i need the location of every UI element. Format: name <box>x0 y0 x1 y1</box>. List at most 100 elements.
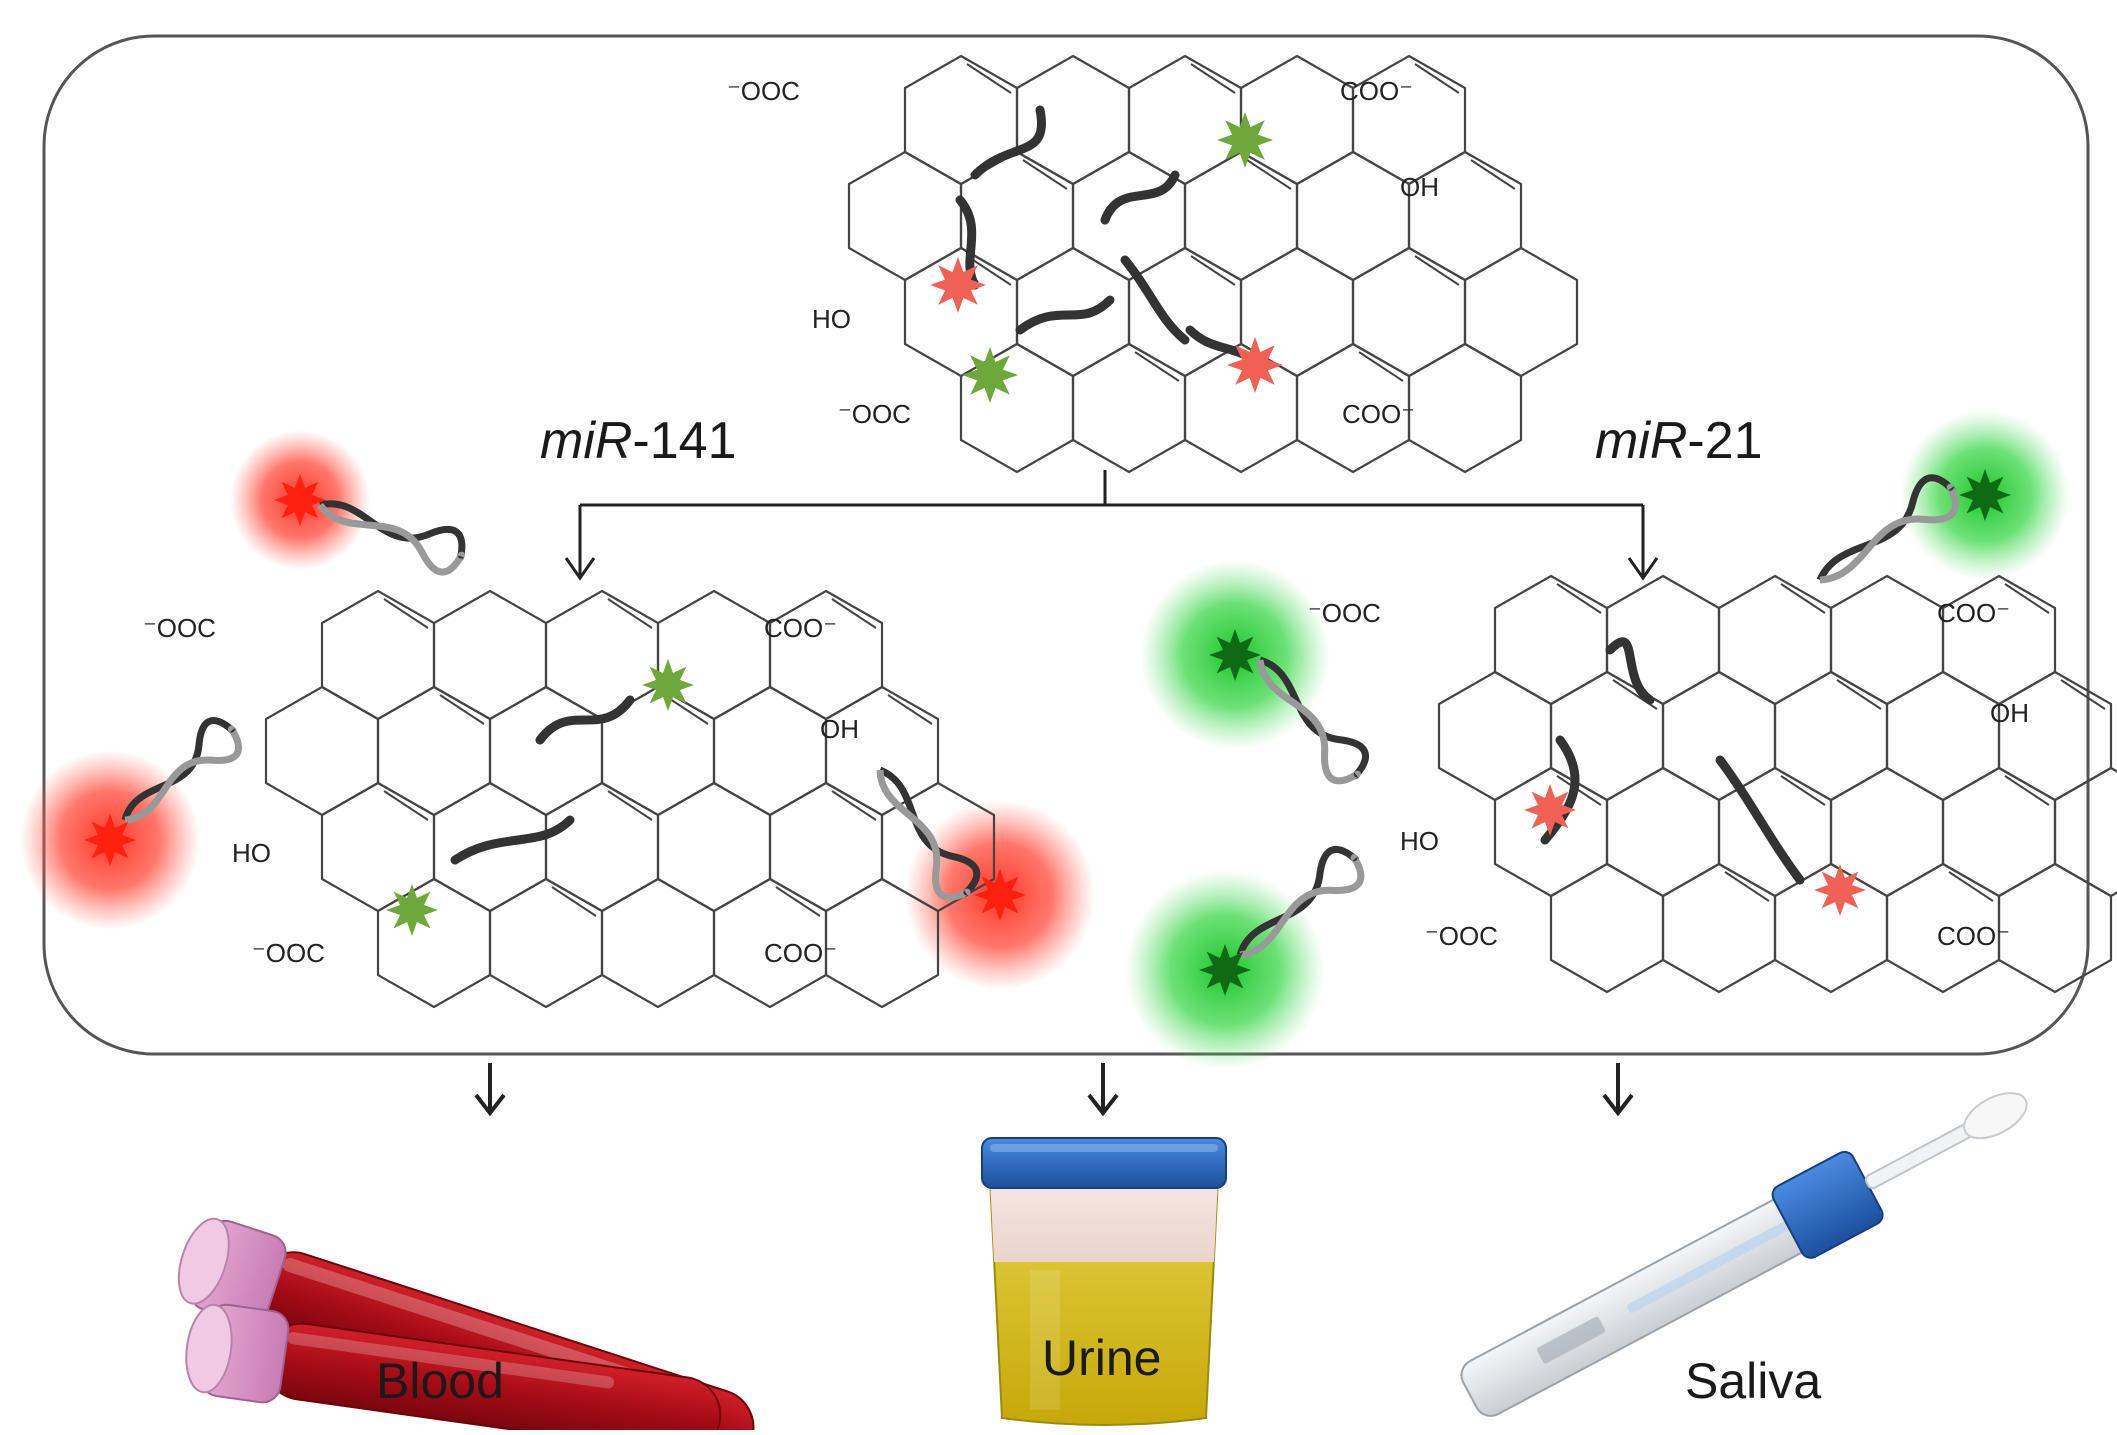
mir-21-label: miR-21 <box>1595 412 1763 470</box>
right-ooc-bl: ⁻OOC <box>1425 921 1498 951</box>
hexagon-ring <box>712 685 828 817</box>
hexagon-ring <box>1941 766 2057 898</box>
top-ooc-tl: ⁻OOC <box>727 76 800 106</box>
sample-label-urine: Urine <box>1042 1330 1161 1386</box>
mir-141-prefix: miR <box>540 412 632 470</box>
branch-arrows <box>564 470 1659 581</box>
hexagon-ring <box>1493 574 1609 706</box>
double-bond <box>1022 159 1068 190</box>
star-layer <box>84 112 2011 996</box>
double-bond <box>1414 63 1460 94</box>
hexagon-ring <box>1239 54 1355 186</box>
hexagon-ring <box>432 589 548 721</box>
double-bond <box>775 886 821 917</box>
hexagon-ring <box>656 589 772 721</box>
hexagon-ring <box>376 685 492 817</box>
double-bond <box>439 694 485 725</box>
hexagon-ring <box>824 877 940 1009</box>
double-bond <box>1358 351 1404 382</box>
right-oh: OH <box>1990 698 2029 728</box>
emitting-star-red <box>274 474 326 526</box>
dna-strand <box>535 695 635 745</box>
helix-strand-light <box>1256 659 1361 785</box>
double-bond <box>1134 351 1180 382</box>
helix-strand-light <box>1819 483 1959 584</box>
hexagon-ring <box>768 781 884 913</box>
double-bond <box>831 598 877 629</box>
dna-helix <box>1816 474 1959 584</box>
graphene-sheet-left <box>264 589 996 1009</box>
hexagon-ring <box>847 150 963 282</box>
blood-tube-front <box>185 1303 722 1435</box>
chem-labels: ⁻OOC COO⁻ OH HO ⁻OOC COO⁻ ⁻OOC COO⁻ OH H… <box>143 76 2029 968</box>
hexagon-ring <box>1661 670 1777 802</box>
hexagon-ring <box>1437 670 1553 802</box>
hexagon-ring <box>320 589 436 721</box>
dna-strand <box>1605 637 1655 705</box>
helix-strand-dark <box>121 717 237 822</box>
dna-strand <box>1120 255 1190 345</box>
top-oh: OH <box>1400 172 1439 202</box>
double-bond <box>1836 679 1882 710</box>
blood-tubes <box>177 1217 755 1435</box>
dna-helix <box>1236 846 1365 959</box>
double-bond <box>1470 159 1516 190</box>
double-bond <box>1190 255 1236 286</box>
saliva-swab <box>1460 1092 2028 1417</box>
probe-star-red <box>1524 784 1576 836</box>
double-bond <box>551 886 597 917</box>
dna-strand <box>1100 170 1180 225</box>
hexagon-ring <box>600 877 716 1009</box>
double-bond <box>1780 583 1826 614</box>
right-coo-br: COO⁻ <box>1937 921 2010 951</box>
hexagon-ring <box>824 685 940 817</box>
mir-21-suffix: -21 <box>1687 412 1762 470</box>
right-ho: HO <box>1400 826 1439 856</box>
hexagon-ring <box>1127 54 1243 186</box>
helix-strand-dark <box>1236 846 1360 957</box>
dna-helix <box>1256 656 1369 785</box>
arrow-saliva-head <box>1602 1093 1634 1117</box>
double-bond <box>1780 775 1826 806</box>
arrow-urine-head <box>1087 1093 1119 1117</box>
hexagon-ring <box>488 877 604 1009</box>
emitting-star-red <box>974 869 1026 921</box>
hexagon-ring <box>1997 862 2113 994</box>
left-ho: HO <box>232 838 271 868</box>
hexagon-ring <box>1549 862 1665 994</box>
helix-strand-light <box>124 725 242 824</box>
dna-strand <box>970 105 1046 180</box>
hexagon-ring <box>544 781 660 913</box>
double-bond <box>383 790 429 821</box>
hexagon-ring <box>1463 246 1579 378</box>
double-bond <box>2004 775 2050 806</box>
hexagon-ring <box>1717 574 1833 706</box>
top-ooc-bl: ⁻OOC <box>838 399 911 429</box>
double-bond <box>2060 679 2106 710</box>
hexagon-ring <box>544 589 660 721</box>
hexagon-ring <box>2053 766 2117 898</box>
urine-cup <box>981 1137 1227 1426</box>
probe-star-red <box>930 257 986 313</box>
double-bond <box>887 694 933 725</box>
arrow-head-left <box>564 557 596 581</box>
probe-star-green <box>1217 112 1273 168</box>
helix-strand-dark <box>1816 474 1956 582</box>
hexagon-ring <box>1605 766 1721 898</box>
double-bond <box>966 63 1012 94</box>
hexagon-ring <box>1997 670 2113 802</box>
dna-helix <box>317 500 466 576</box>
helix-strand-dark <box>319 500 466 561</box>
dna-strand <box>450 815 575 865</box>
helix-strand-light <box>1239 854 1365 959</box>
double-bond <box>607 598 653 629</box>
left-ooc-bl: ⁻OOC <box>252 938 325 968</box>
helix-strand-light <box>317 502 465 576</box>
dna-strand <box>1540 735 1580 845</box>
hexagon-ring <box>1407 342 1523 474</box>
top-ho: HO <box>812 304 851 334</box>
emitting-star-green <box>1959 469 2011 521</box>
double-bond <box>831 790 877 821</box>
